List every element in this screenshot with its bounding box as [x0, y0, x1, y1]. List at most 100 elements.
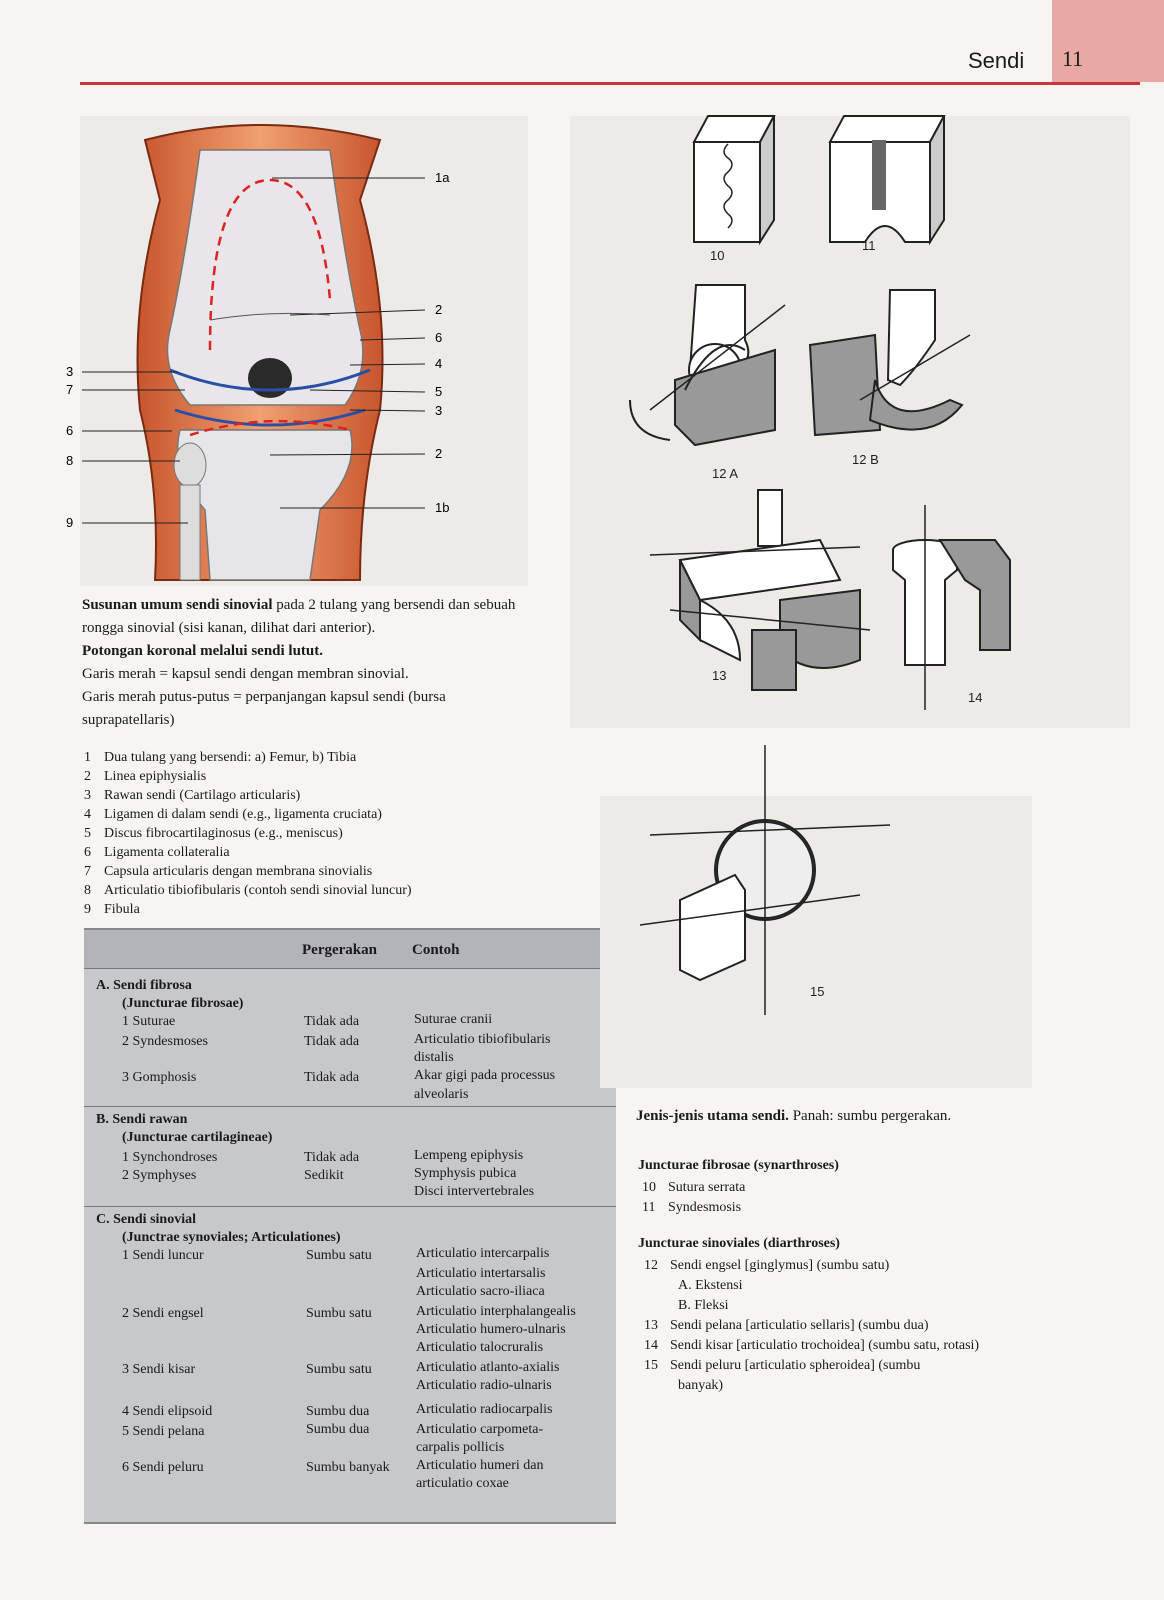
- section-b-subtitle: (Juncturae cartilagineae): [122, 1130, 273, 1145]
- knee-caption-line3: Garis merah = kapsul sendi dengan membra…: [82, 666, 409, 682]
- knee-caption: Susunan umum sendi sinovial pada 2 tulan…: [82, 594, 538, 732]
- table-row-example: carpalis pollicis: [416, 1440, 505, 1455]
- joint-types-caption: Jenis-jenis utama sendi. Panah: sumbu pe…: [636, 1108, 952, 1124]
- knee-caption-bold: Susunan umum sendi sinovial: [82, 597, 273, 613]
- table-row-name: 6 Sendi peluru: [122, 1460, 204, 1475]
- section-c-subtitle: (Junctrae synoviales; Articulationes): [122, 1230, 341, 1245]
- table-row-example: Suturae cranii: [414, 1012, 493, 1027]
- joint-classification-table: Pergerakan Contoh A. Sendi fibrosa (Junc…: [84, 928, 616, 1524]
- diagram-label-12a: 12 A: [712, 466, 738, 481]
- list-item: banyak): [678, 1378, 724, 1393]
- table-row-example: Disci intervertebrales: [414, 1184, 535, 1199]
- table-row-name: 1 Sendi luncur: [122, 1248, 204, 1263]
- list-item: A. Ekstensi: [678, 1278, 743, 1293]
- table-row-example: Articulatio radiocarpalis: [416, 1402, 553, 1417]
- knee-caption-bold2: Potongan koronal melalui sendi lutut.: [82, 643, 324, 659]
- knee-label-4: 4: [435, 356, 442, 371]
- section-c-title: C. Sendi sinovial: [96, 1212, 196, 1227]
- col-header-example: Contoh: [412, 942, 460, 958]
- page-number: 11: [1062, 46, 1084, 71]
- table-row-name: 2 Syndesmoses: [122, 1034, 208, 1049]
- diagram-label-10: 10: [710, 248, 724, 263]
- table-header: Pergerakan Contoh: [84, 930, 616, 969]
- joint-types-panel-bottom: [600, 796, 1032, 1088]
- table-row-example: Articulatio radio-ulnaris: [416, 1378, 552, 1393]
- table-row-name: 2 Sendi engsel: [122, 1306, 204, 1321]
- knee-label-5: 5: [435, 384, 442, 399]
- knee-caption-line4: Garis merah putus-putus = perpanjangan k…: [82, 689, 446, 728]
- table-row-example: alveolaris: [414, 1087, 469, 1102]
- table-row-example: articulatio coxae: [416, 1476, 509, 1491]
- table-row-example: distalis: [414, 1050, 454, 1065]
- table-row-example: Articulatio interphalangealis: [416, 1304, 576, 1319]
- section-b-title: B. Sendi rawan: [96, 1112, 188, 1127]
- table-row-example: Articulatio atlanto-axialis: [416, 1360, 560, 1375]
- table-row-example: Articulatio talocruralis: [416, 1340, 544, 1355]
- table-row-move: Sedikit: [304, 1168, 344, 1183]
- table-row-move: Tidak ada: [304, 1014, 360, 1029]
- table-divider: [84, 1206, 616, 1207]
- table-row-move: Sumbu satu: [306, 1306, 372, 1321]
- table-row-name: 5 Sendi pelana: [122, 1424, 205, 1439]
- table-row-move: Tidak ada: [304, 1070, 360, 1085]
- table-row-example: Articulatio intertarsalis: [416, 1266, 546, 1281]
- table-row-move: Sumbu dua: [306, 1404, 370, 1419]
- table-row-name: 3 Sendi kisar: [122, 1362, 196, 1377]
- table-row-move: Sumbu dua: [306, 1422, 370, 1437]
- table-row-move: Tidak ada: [304, 1034, 360, 1049]
- table-row-example: Lempeng epiphysis: [414, 1148, 524, 1163]
- table-row-name: 4 Sendi elipsoid: [122, 1404, 213, 1419]
- synovial-joints-heading: Juncturae sinoviales (diarthroses): [638, 1236, 840, 1251]
- table-row-example: Articulatio intercarpalis: [416, 1246, 550, 1261]
- table-row-name: 1 Synchondroses: [122, 1150, 218, 1165]
- knee-label-left-3: 3: [66, 364, 73, 379]
- table-divider: [84, 1106, 616, 1107]
- knee-label-1b: 1b: [435, 500, 449, 515]
- table-row-example: Symphysis pubica: [414, 1166, 517, 1181]
- page-corner-tab: [1052, 0, 1164, 82]
- table-row-name: 3 Gomphosis: [122, 1070, 197, 1085]
- knee-joint-illustration: 1a 2 6 4 5 3 2 1b 3 7 6 8 9: [66, 124, 450, 581]
- header-rule: [80, 82, 1140, 85]
- diagram-label-14: 14: [968, 690, 982, 705]
- knee-label-left-7: 7: [66, 382, 73, 397]
- diagram-label-12b: 12 B: [852, 452, 879, 467]
- table-row-name: 1 Suturae: [122, 1014, 176, 1029]
- list-item: B. Fleksi: [678, 1298, 729, 1313]
- knee-label-left-6: 6: [66, 423, 73, 438]
- col-header-movement: Pergerakan: [302, 942, 377, 958]
- section-a-subtitle: (Juncturae fibrosae): [122, 996, 244, 1011]
- knee-label-2: 2: [435, 302, 442, 317]
- knee-label-2b: 2: [435, 446, 442, 461]
- table-row-move: Sumbu satu: [306, 1362, 372, 1377]
- knee-caption-rest: pada 2 tulang yang bersendi dan sebuah r…: [82, 597, 516, 636]
- diagram-label-13: 13: [712, 668, 726, 683]
- running-header-title: Sendi: [968, 48, 1025, 73]
- table-row-example: Articulatio tibiofibularis: [414, 1032, 551, 1047]
- diagram-label-15: 15: [810, 984, 824, 999]
- knee-label-left-9: 9: [66, 515, 73, 530]
- joint-types-diagrams: 10 11 12 A 12 B 13 14 15: [629, 115, 1011, 1015]
- table-row-move: Sumbu banyak: [306, 1460, 390, 1475]
- table-row-example: Articulatio sacro-iliaca: [416, 1284, 545, 1299]
- fibrous-joints-heading: Juncturae fibrosae (synarthroses): [638, 1158, 839, 1173]
- table-row-move: Tidak ada: [304, 1150, 360, 1165]
- knee-label-left-8: 8: [66, 453, 73, 468]
- table-row-example: Akar gigi pada processus: [414, 1068, 556, 1083]
- table-row-name: 2 Symphyses: [122, 1168, 197, 1183]
